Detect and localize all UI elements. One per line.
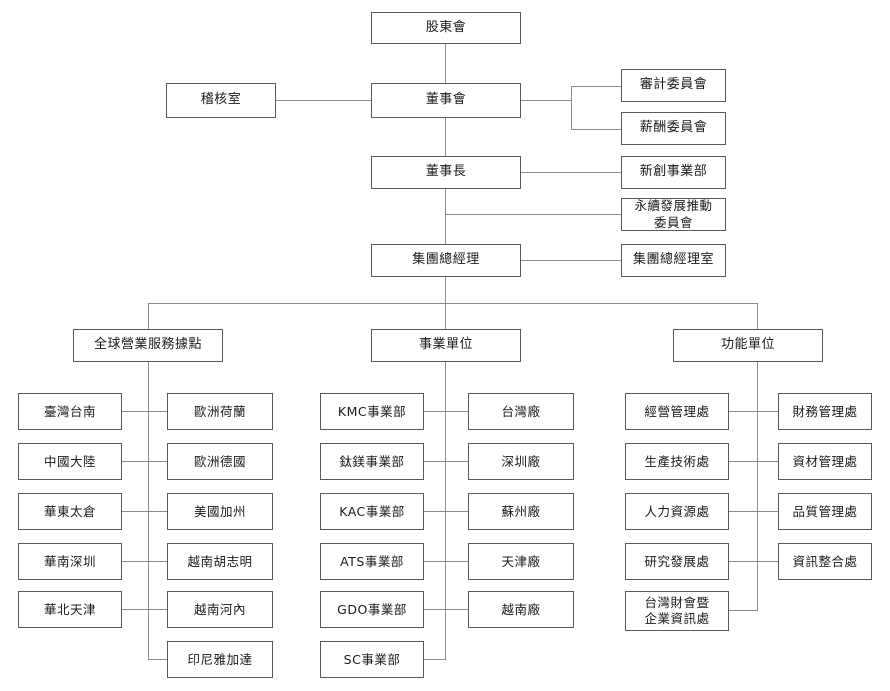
connector-global-sales-left-4: [122, 609, 149, 610]
connector-board-to-committee-bracket: [521, 100, 571, 101]
connector-functional-units-left-0: [729, 411, 758, 412]
node-business-units-left-1[interactable]: 鈦鎂事業部: [320, 443, 424, 480]
connector-bus-to-business-units: [445, 303, 446, 329]
connector-functional-units-left-4: [729, 610, 758, 611]
connector-functional-units-right-0: [757, 411, 778, 412]
node-shareholders-meeting[interactable]: 股東會: [371, 12, 521, 44]
connector-business-units-right-4: [445, 609, 468, 610]
connector-bracket-to-audit-committee: [571, 86, 621, 87]
node-global-sales-right-1[interactable]: 歐洲德國: [167, 443, 273, 480]
node-global-sales-right-0[interactable]: 歐洲荷蘭: [167, 393, 273, 430]
node-business-units-right-0[interactable]: 台灣廠: [468, 393, 574, 430]
connector-business-units-left-2: [424, 511, 446, 512]
node-functional-units-left-3[interactable]: 研究發展處: [625, 543, 729, 580]
connector-global-sales-right-5: [148, 659, 167, 660]
connector-business-units-left-4: [424, 609, 446, 610]
connector-group-bus-horizontal: [148, 303, 757, 304]
connector-chairman-to-new-venture: [521, 172, 621, 173]
node-group-business-units[interactable]: 事業單位: [371, 329, 521, 362]
node-group-functional-units[interactable]: 功能單位: [673, 329, 823, 362]
connector-global-sales-right-4: [148, 609, 167, 610]
node-sustainability-committee[interactable]: 永續發展推動 委員會: [621, 198, 726, 231]
connector-functional-units-left-3: [729, 561, 758, 562]
connector-global-sales-left-1: [122, 461, 149, 462]
node-business-units-left-2[interactable]: KAC事業部: [320, 493, 424, 530]
node-global-sales-left-1[interactable]: 中國大陸: [18, 443, 122, 480]
node-business-units-right-2[interactable]: 蘇州廠: [468, 493, 574, 530]
node-business-units-left-0[interactable]: KMC事業部: [320, 393, 424, 430]
node-business-units-left-4[interactable]: GDO事業部: [320, 591, 424, 628]
connector-chairman-to-group-president: [445, 189, 446, 244]
node-compensation-committee[interactable]: 薪酬委員會: [621, 112, 726, 145]
node-group-president-office[interactable]: 集團總經理室: [621, 244, 726, 277]
connector-business-units-right-1: [445, 461, 468, 462]
connector-president-to-bus: [445, 277, 446, 303]
connector-functional-units-right-3: [757, 561, 778, 562]
connector-business-units-right-2: [445, 511, 468, 512]
node-group-global-sales[interactable]: 全球營業服務據點: [73, 329, 223, 362]
node-audit-committee[interactable]: 審計委員會: [621, 69, 726, 102]
node-functional-units-left-1[interactable]: 生產技術處: [625, 443, 729, 480]
connector-functional-units-right-1: [757, 461, 778, 462]
node-global-sales-right-5[interactable]: 印尼雅加達: [167, 641, 273, 678]
connector-business-units-left-5: [424, 659, 446, 660]
connector-business-units-left-3: [424, 561, 446, 562]
node-functional-units-right-2[interactable]: 品質管理處: [778, 493, 872, 530]
connector-bus-to-functional-units: [757, 303, 758, 329]
connector-committee-bracket-vertical: [571, 86, 572, 129]
node-functional-units-left-0[interactable]: 經營管理處: [625, 393, 729, 430]
node-functional-units-right-0[interactable]: 財務管理處: [778, 393, 872, 430]
node-business-units-right-1[interactable]: 深圳廠: [468, 443, 574, 480]
spine-functional-units: [757, 362, 758, 610]
node-functional-units-left-4[interactable]: 台灣財會暨 企業資訊處: [625, 591, 729, 631]
connector-business-units-left-0: [424, 411, 446, 412]
node-business-units-right-4[interactable]: 越南廠: [468, 591, 574, 628]
node-global-sales-right-3[interactable]: 越南胡志明: [167, 543, 273, 580]
node-global-sales-right-4[interactable]: 越南河內: [167, 591, 273, 628]
node-chairman[interactable]: 董事長: [371, 156, 521, 189]
node-business-units-left-5[interactable]: SC事業部: [320, 641, 424, 678]
connector-global-sales-left-3: [122, 561, 149, 562]
node-business-units-left-3[interactable]: ATS事業部: [320, 543, 424, 580]
connector-global-sales-right-0: [148, 411, 167, 412]
connector-global-sales-right-1: [148, 461, 167, 462]
connector-global-sales-right-3: [148, 561, 167, 562]
connector-bus-to-global-sales: [148, 303, 149, 329]
node-audit-office[interactable]: 稽核室: [166, 83, 276, 118]
connector-business-units-left-1: [424, 461, 446, 462]
node-business-units-right-3[interactable]: 天津廠: [468, 543, 574, 580]
node-global-sales-left-0[interactable]: 臺灣台南: [18, 393, 122, 430]
connector-global-sales-right-2: [148, 511, 167, 512]
connector-business-units-right-0: [445, 411, 468, 412]
node-global-sales-right-2[interactable]: 美國加州: [167, 493, 273, 530]
connector-global-sales-left-0: [122, 411, 149, 412]
node-functional-units-right-1[interactable]: 資材管理處: [778, 443, 872, 480]
connector-group-president-to-office: [521, 260, 621, 261]
node-group-president[interactable]: 集團總經理: [371, 244, 521, 277]
connector-functional-units-right-2: [757, 511, 778, 512]
node-global-sales-left-3[interactable]: 華南深圳: [18, 543, 122, 580]
connector-audit-office-to-board: [276, 100, 371, 101]
connector-business-units-right-3: [445, 561, 468, 562]
node-functional-units-left-2[interactable]: 人力資源處: [625, 493, 729, 530]
connector-functional-units-left-2: [729, 511, 758, 512]
connector-spine-to-sustainability-committee: [445, 214, 621, 215]
node-new-venture-division[interactable]: 新創事業部: [621, 156, 726, 189]
connector-board-to-chairman: [445, 118, 446, 156]
connector-bracket-to-compensation-committee: [571, 129, 621, 130]
node-global-sales-left-4[interactable]: 華北天津: [18, 591, 122, 628]
connector-functional-units-left-1: [729, 461, 758, 462]
node-functional-units-right-3[interactable]: 資訊整合處: [778, 543, 872, 580]
node-board-of-directors[interactable]: 董事會: [371, 83, 521, 118]
node-global-sales-left-2[interactable]: 華東太倉: [18, 493, 122, 530]
connector-global-sales-left-2: [122, 511, 149, 512]
connector-shareholders-to-board: [445, 44, 446, 83]
